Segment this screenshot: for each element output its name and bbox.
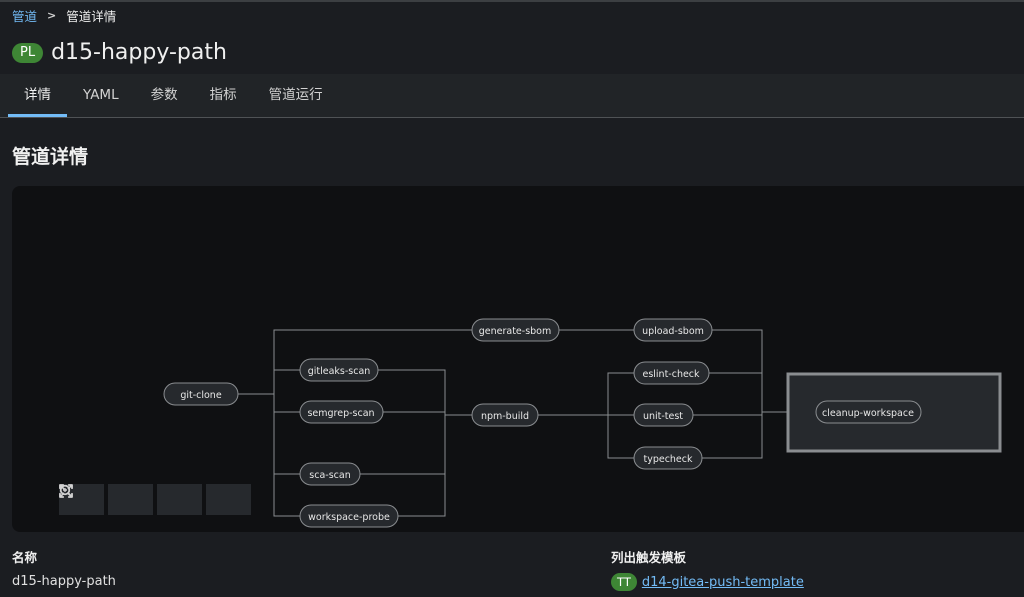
name-value: d15-happy-path (12, 574, 116, 589)
title-row: PL d15-happy-path (12, 40, 227, 65)
task-node-generate-sbom[interactable]: generate-sbom (471, 318, 560, 342)
pipeline-graph[interactable]: git-clone generate-sbom upload-sbom gitl… (12, 186, 1024, 532)
zoom-controls (59, 484, 251, 515)
task-label: unit-test (643, 411, 683, 422)
edge-git-clone-probe (273, 394, 300, 517)
expand-button[interactable] (59, 484, 251, 515)
task-label: semgrep-scan (307, 408, 374, 419)
edge-git-clone-generate-sbom (238, 329, 472, 395)
task-label: gitleaks-scan (308, 366, 371, 377)
edge-sca-npm (360, 415, 446, 475)
trigger-template-badge: TT (611, 573, 637, 591)
tab-parameters[interactable]: 参数 (150, 87, 178, 103)
task-node-gitleaks-scan[interactable]: gitleaks-scan (299, 358, 379, 382)
edge-npm-typecheck (607, 415, 634, 459)
task-node-git-clone[interactable]: git-clone (163, 382, 239, 406)
trigger-templates-label: 列出触发模板 (611, 550, 687, 565)
task-node-upload-sbom[interactable]: upload-sbom (633, 318, 713, 342)
top-border (0, 0, 1024, 2)
task-label: git-clone (180, 390, 222, 401)
edge-eslint-cleanup (709, 372, 763, 412)
edge-git-clone-gitleaks (273, 369, 300, 394)
task-label: npm-build (481, 411, 529, 422)
tab-yaml[interactable]: YAML (83, 87, 119, 103)
task-label: eslint-check (642, 369, 700, 380)
expand-icon (59, 484, 73, 498)
task-node-sca-scan[interactable]: sca-scan (299, 462, 361, 486)
trigger-template-item: TT d14-gitea-push-template (611, 573, 804, 591)
pipeline-badge: PL (12, 42, 44, 63)
tab-details[interactable]: 详情 (8, 74, 67, 117)
edge-upload-sbom-cleanup (712, 329, 788, 413)
section-title: 管道详情 (12, 146, 89, 168)
edge-typecheck-cleanup (702, 411, 788, 459)
chevron-right-icon: > (47, 9, 57, 22)
pipeline-graph-svg: git-clone generate-sbom upload-sbom gitl… (163, 318, 1002, 528)
tab-pipeline-runs[interactable]: 管道运行 (268, 87, 323, 103)
zoom-out-button[interactable] (59, 484, 153, 515)
task-node-semgrep-scan[interactable]: semgrep-scan (299, 400, 384, 424)
zoom-in-button[interactable] (59, 484, 104, 515)
edge-git-clone-semgrep (273, 394, 300, 413)
task-label: cleanup-workspace (822, 408, 914, 419)
breadcrumb-current: 管道详情 (66, 9, 117, 24)
edge-npm-eslint (538, 372, 634, 416)
breadcrumb: 管道 > 管道详情 (12, 6, 116, 25)
name-label: 名称 (12, 550, 38, 565)
task-node-cleanup-workspace[interactable]: cleanup-workspace (815, 400, 922, 424)
tab-metrics[interactable]: 指标 (209, 87, 237, 103)
fit-to-screen-button[interactable] (59, 484, 202, 515)
task-label: sca-scan (309, 470, 350, 481)
trigger-template-link[interactable]: d14-gitea-push-template (641, 574, 804, 590)
task-node-eslint-check[interactable]: eslint-check (633, 361, 710, 385)
task-label: typecheck (643, 454, 693, 465)
task-node-npm-build[interactable]: npm-build (471, 403, 539, 427)
task-label: upload-sbom (642, 326, 704, 337)
edge-gitleaks-npm (378, 369, 472, 416)
edge-git-clone-sca (273, 394, 300, 475)
task-node-unit-test[interactable]: unit-test (633, 403, 694, 427)
breadcrumb-pipelines-link[interactable]: 管道 (12, 9, 38, 24)
task-label: workspace-probe (308, 512, 390, 523)
task-label: generate-sbom (479, 326, 552, 337)
tab-bar: 详情 YAML 参数 指标 管道运行 (0, 74, 1024, 118)
task-node-typecheck[interactable]: typecheck (633, 446, 703, 470)
task-node-workspace-probe[interactable]: workspace-probe (299, 504, 399, 528)
page-title: d15-happy-path (51, 40, 227, 65)
graph-edges (238, 329, 788, 517)
edge-probe-npm (398, 415, 446, 517)
